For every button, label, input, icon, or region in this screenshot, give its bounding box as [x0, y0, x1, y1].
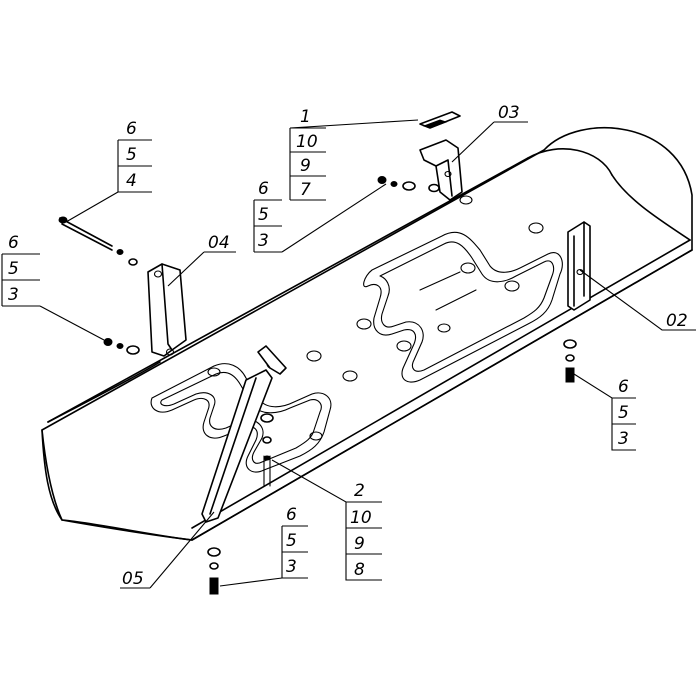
label-5: 5 [286, 531, 297, 551]
bracket-04 [147, 263, 187, 357]
label-stack-middle: 6 5 3 [253, 179, 282, 252]
label-03: 03 [498, 103, 520, 123]
label-9: 9 [300, 156, 311, 176]
label-bracket-02: 02 [666, 311, 688, 331]
label-6: 6 [618, 377, 629, 397]
label-5: 5 [8, 259, 19, 279]
label-8: 8 [354, 560, 365, 580]
label-1: 1 [300, 107, 311, 127]
skid-plate [41, 126, 693, 541]
label-bracket-04: 04 [208, 233, 230, 253]
label-6: 6 [286, 505, 297, 525]
label-6: 6 [258, 179, 269, 199]
stud-bolt [260, 413, 274, 487]
bracket-02 [567, 221, 591, 311]
label-5: 5 [126, 145, 137, 165]
label-7: 7 [300, 180, 311, 200]
bolt-bracket-02 [563, 339, 577, 383]
label-stack-bottom: 6 5 3 [281, 505, 308, 578]
label-02: 02 [666, 311, 688, 331]
leader-lines [2, 119, 696, 589]
label-stack-stud: 2 10 9 8 [345, 481, 382, 581]
bolt-left [103, 338, 140, 355]
label-3: 3 [8, 285, 19, 305]
label-3: 3 [258, 231, 269, 251]
label-stack-left: 6 5 3 [1, 233, 40, 306]
label-bracket-05: 05 [122, 569, 144, 589]
bracket-05 [201, 345, 287, 523]
label-10: 10 [296, 132, 318, 152]
label-6: 6 [126, 119, 137, 139]
stamped-rib-left [150, 363, 332, 473]
label-9: 9 [354, 534, 365, 554]
bracket-03 [419, 139, 463, 201]
label-stack-long-bolt: 6 5 4 [117, 119, 152, 192]
bolt-top [377, 176, 440, 193]
label-10: 10 [350, 508, 372, 528]
label-4: 4 [126, 171, 137, 191]
stamped-rib-right [363, 231, 563, 383]
label-stack-right: 6 5 3 [611, 377, 636, 451]
label-5: 5 [258, 205, 269, 225]
label-05: 05 [122, 569, 144, 589]
label-bracket-03: 03 [498, 103, 520, 123]
long-bolt [58, 216, 138, 266]
label-5: 5 [618, 403, 629, 423]
label-3: 3 [286, 557, 297, 577]
label-3: 3 [618, 429, 629, 449]
label-2: 2 [354, 481, 365, 501]
label-stack-top: 1 10 9 7 [289, 107, 318, 200]
clip-plate [419, 111, 461, 129]
label-6: 6 [8, 233, 19, 253]
label-04: 04 [208, 233, 230, 253]
bolt-bracket-05 [207, 547, 221, 595]
